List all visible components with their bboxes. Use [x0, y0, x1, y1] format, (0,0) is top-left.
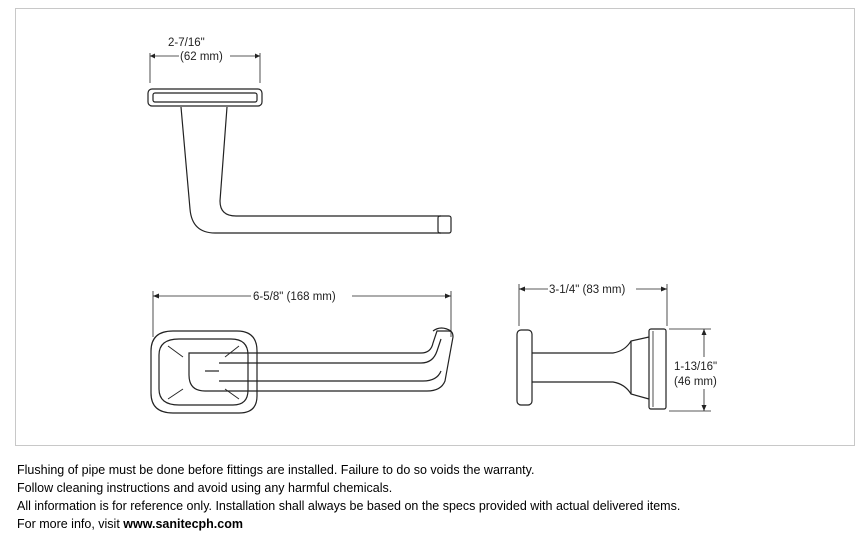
drawing-svg: 2-7/16" (62 mm) 6-5/8" (168 mm) 3-1/4" (… — [147, 37, 717, 414]
note-cleaning: Follow cleaning instructions and avoid u… — [17, 481, 393, 495]
side-view — [516, 284, 711, 412]
top-width-label: 2-7/16" — [168, 37, 205, 49]
note-reference: All information is for reference only. I… — [17, 499, 681, 513]
notes-block: Flushing of pipe must be done before fit… — [17, 461, 857, 533]
top-width-metric: (62 mm) — [180, 51, 223, 63]
front-length-label: 6-5/8" (168 mm) — [253, 291, 336, 303]
side-height-label: 1-13/16" — [674, 361, 717, 373]
top-view — [147, 53, 452, 234]
technical-drawing: 2-7/16" (62 mm) 6-5/8" (168 mm) 3-1/4" (… — [15, 8, 855, 446]
note-more-info-prefix: For more info, visit — [17, 517, 124, 531]
website-link[interactable]: www.sanitecph.com — [123, 517, 243, 531]
note-more-info: For more info, visit www.sanitecph.com — [17, 515, 857, 533]
side-height-metric: (46 mm) — [674, 376, 717, 388]
side-projection-label: 3-1/4" (83 mm) — [549, 284, 625, 296]
front-view — [150, 291, 454, 414]
note-warranty: Flushing of pipe must be done before fit… — [17, 463, 535, 477]
